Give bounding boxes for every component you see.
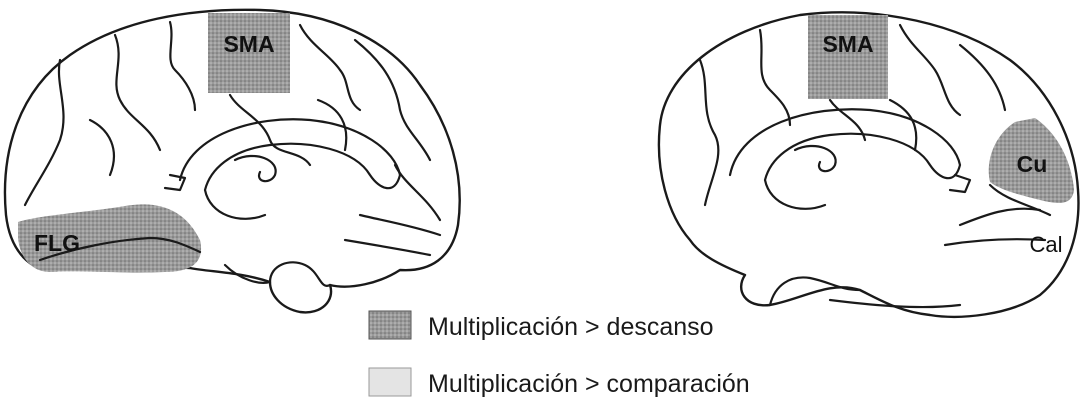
right-brain bbox=[659, 12, 1079, 316]
right-cu-label: Cu bbox=[1017, 151, 1048, 177]
legend: Multiplicación > descanso Multiplicación… bbox=[369, 311, 750, 398]
legend-swatch-comparacion bbox=[369, 368, 411, 396]
right-cal-label: Cal bbox=[1029, 232, 1062, 257]
right-sma-label: SMA bbox=[822, 31, 873, 57]
legend-label-comparacion: Multiplicación > comparación bbox=[428, 370, 750, 398]
right-sma-region bbox=[808, 15, 888, 99]
legend-label-descanso: Multiplicación > descanso bbox=[428, 313, 714, 341]
left-flg-label: FLG bbox=[34, 230, 80, 256]
left-sma-label: SMA bbox=[223, 31, 274, 57]
legend-swatch-descanso bbox=[369, 311, 411, 339]
